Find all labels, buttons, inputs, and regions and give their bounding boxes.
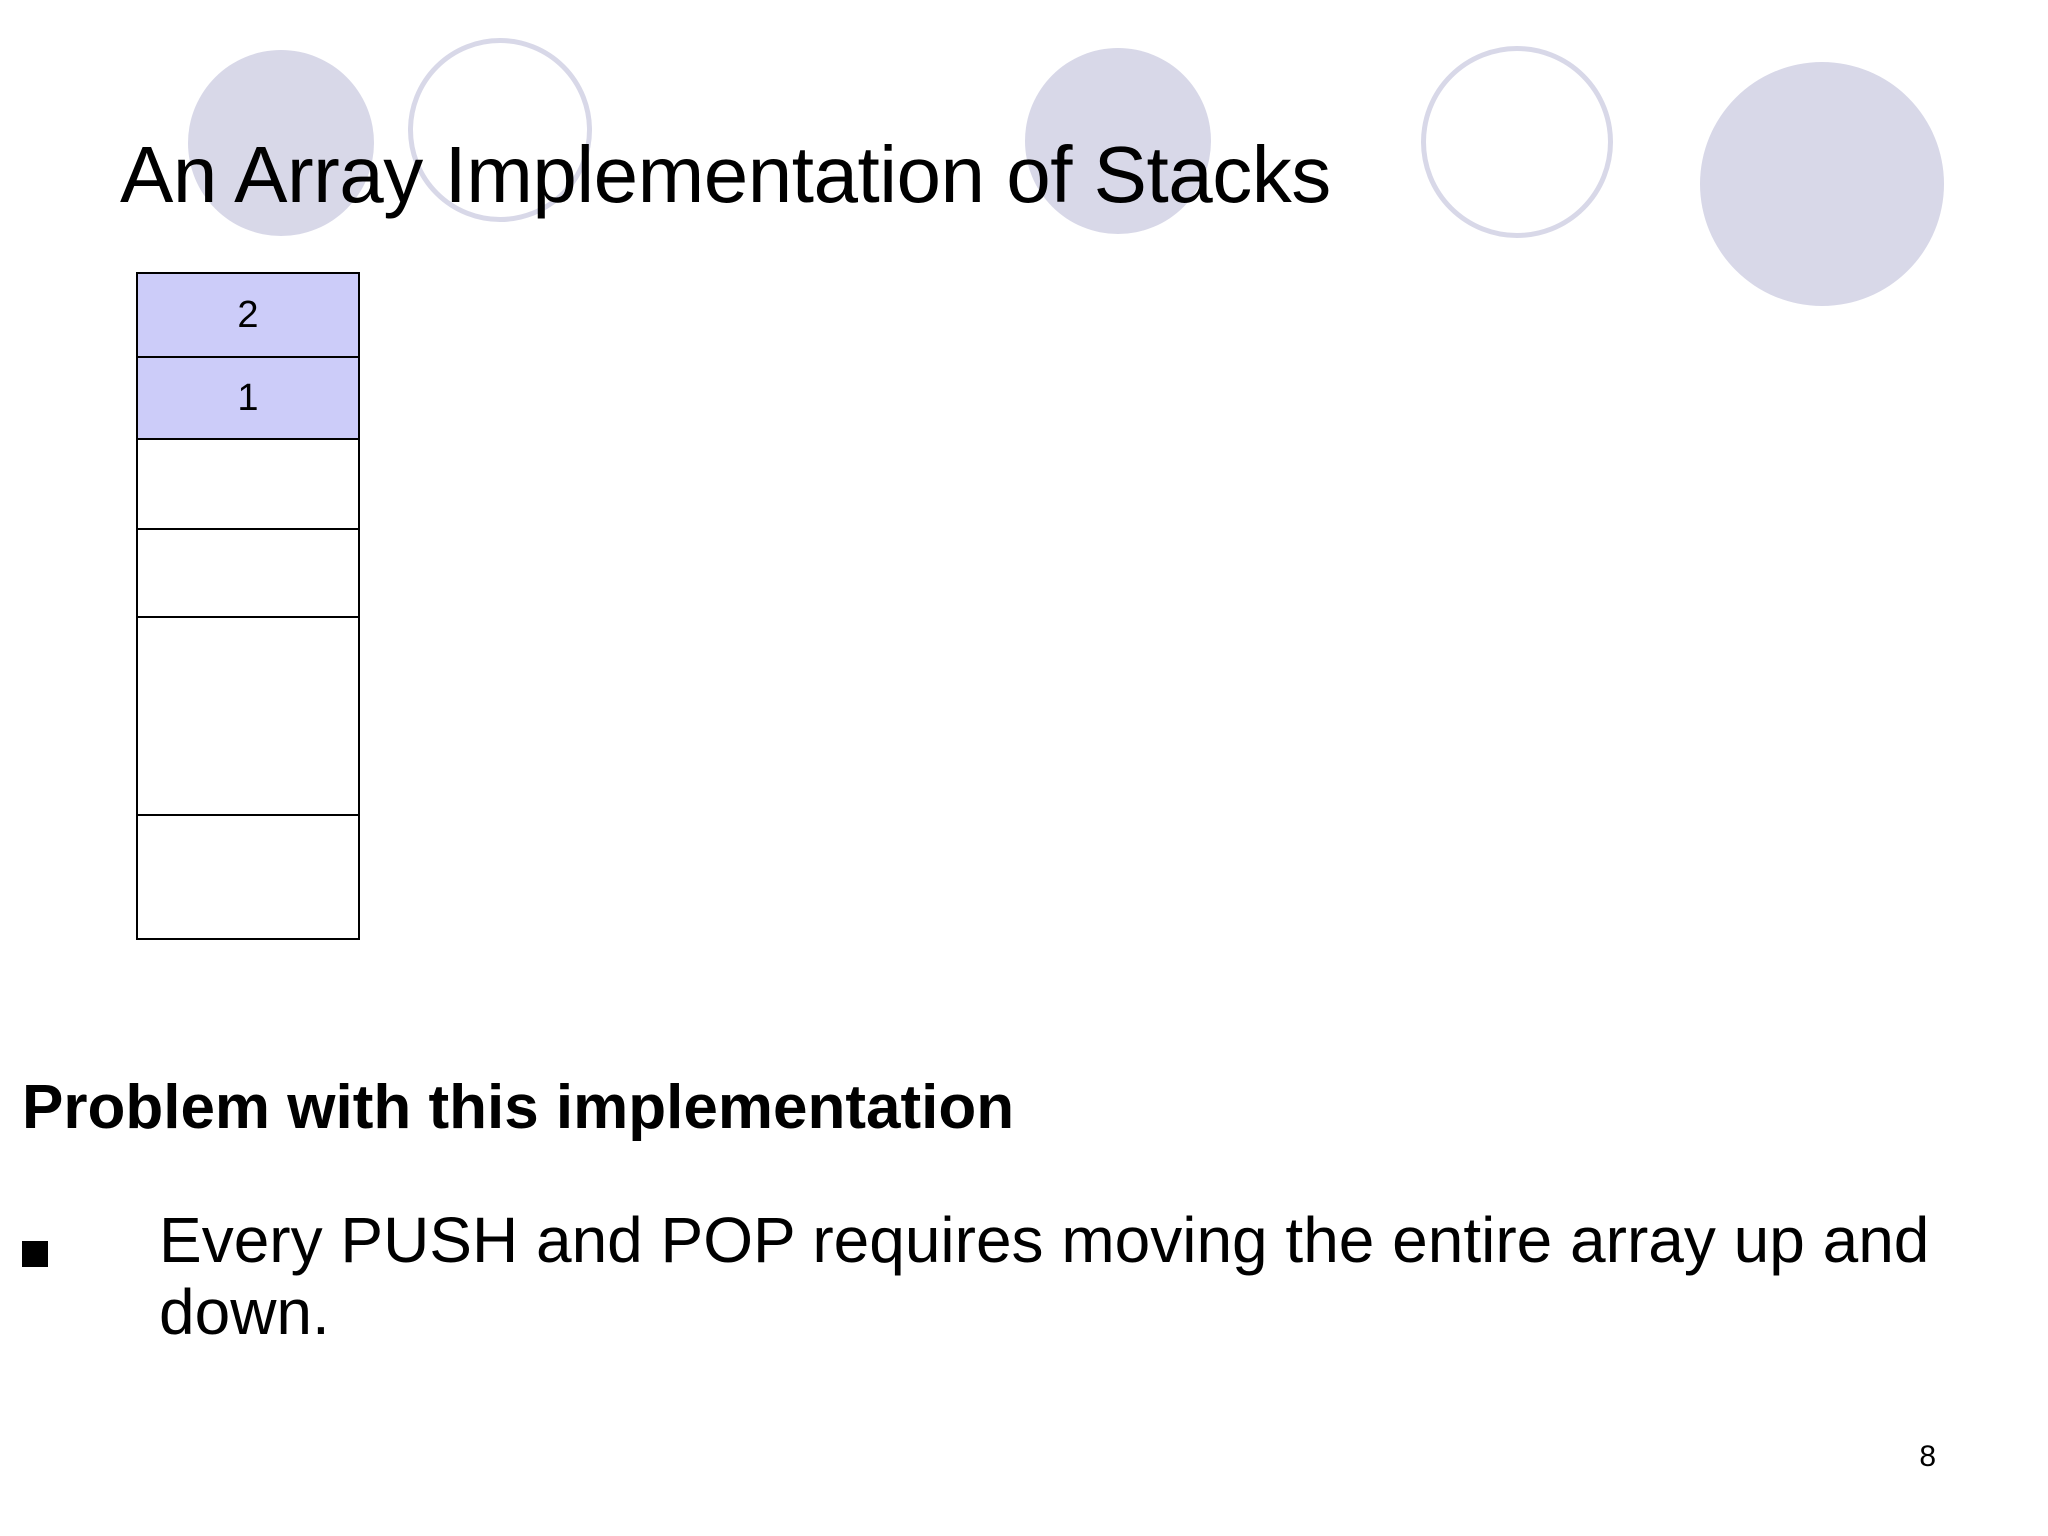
bullet-list-item: Every PUSH and POP requires moving the e… (22, 1204, 1982, 1348)
square-bullet-icon (22, 1241, 48, 1267)
array-row (136, 438, 360, 530)
array-cell-0: 2 (136, 272, 360, 358)
array-row: 1 (136, 356, 360, 440)
array-cell-5 (136, 814, 360, 940)
array-cell-1: 1 (136, 356, 360, 440)
array-row (136, 616, 360, 816)
bullet-item-text: Every PUSH and POP requires moving the e… (159, 1204, 1930, 1348)
body-subheading: Problem with this implementation (22, 1073, 1015, 1142)
array-stack-diagram: 2 1 (136, 272, 360, 940)
array-cell-4 (136, 616, 360, 816)
array-cell-2 (136, 438, 360, 530)
array-row (136, 528, 360, 618)
slide-title: An Array Implementation of Stacks (120, 130, 1331, 219)
array-row: 2 (136, 272, 360, 358)
array-row (136, 814, 360, 940)
page-number: 8 (1919, 1440, 1936, 1473)
array-cell-3 (136, 528, 360, 618)
